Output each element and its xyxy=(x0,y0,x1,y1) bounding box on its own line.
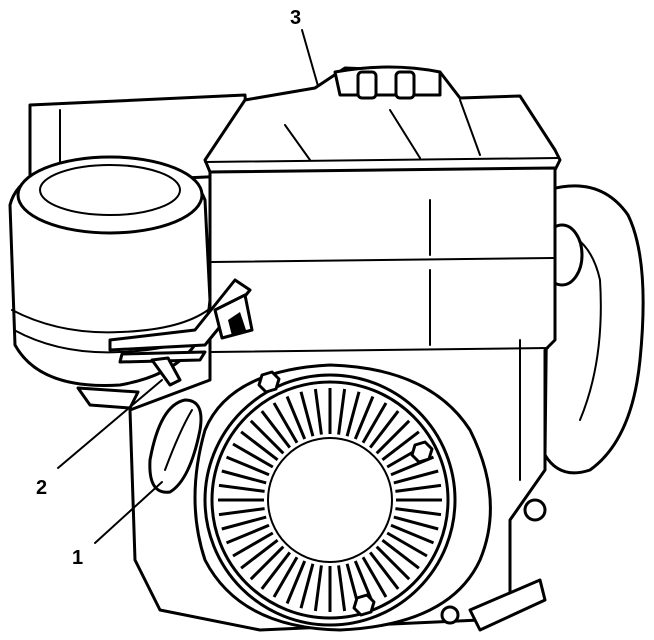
fan-slot xyxy=(221,469,267,485)
callout-label-1: 1 xyxy=(72,547,83,569)
bolt xyxy=(257,370,281,394)
fan-slot xyxy=(272,556,299,598)
fan-slot xyxy=(395,507,442,517)
fuel-cap xyxy=(333,65,442,100)
fan-slot xyxy=(299,563,315,609)
fan-slot xyxy=(337,388,347,435)
fan-slot xyxy=(369,551,400,590)
leader-line-3 xyxy=(301,29,319,87)
fan-slot xyxy=(299,391,315,437)
callout-label-3: 3 xyxy=(290,7,301,29)
fan-slot xyxy=(221,515,267,531)
fan-slot xyxy=(225,523,270,545)
fan-slot xyxy=(353,395,375,440)
fan-slot xyxy=(272,402,299,444)
drain-fitting xyxy=(440,498,547,632)
fan-slot xyxy=(249,419,285,455)
fan-slot xyxy=(381,430,420,461)
starter-handle xyxy=(148,398,203,494)
fan-slot xyxy=(260,551,291,590)
fan-slot xyxy=(218,507,265,517)
fan-slot xyxy=(285,395,307,440)
fan-slot xyxy=(393,469,439,485)
fan-slot xyxy=(345,391,361,437)
fan-slot xyxy=(240,430,279,461)
fan-slot xyxy=(249,545,285,581)
fan-slot xyxy=(361,402,388,444)
fan-slot xyxy=(375,419,411,455)
fan-slot xyxy=(381,539,420,570)
fan-slot xyxy=(260,410,291,449)
fan-slots xyxy=(218,388,442,612)
bolt xyxy=(410,440,434,464)
fan-slot xyxy=(390,523,435,545)
recoil-starter xyxy=(193,363,492,632)
air-cleaner xyxy=(8,155,212,410)
fan-slot xyxy=(369,410,400,449)
fan-slot xyxy=(337,565,347,612)
fan-slot xyxy=(232,531,274,558)
fan-slot xyxy=(232,442,274,469)
fan-slot xyxy=(375,545,411,581)
fan-slot xyxy=(313,565,323,612)
fan-slot xyxy=(285,560,307,605)
right-shroud xyxy=(540,184,645,475)
callout-label-2: 2 xyxy=(36,477,47,499)
leader-line-1 xyxy=(94,481,163,544)
fan-slot xyxy=(395,483,442,493)
fan-slot xyxy=(225,455,270,477)
leader-line-2 xyxy=(57,379,163,469)
fan-slot xyxy=(218,483,265,493)
bolt xyxy=(352,593,376,617)
fan-slot xyxy=(386,531,428,558)
fan-slot xyxy=(361,556,388,598)
choke-lever xyxy=(108,278,254,387)
fan-slot xyxy=(393,515,439,531)
fan-slot xyxy=(240,539,279,570)
fan-slot xyxy=(313,388,323,435)
